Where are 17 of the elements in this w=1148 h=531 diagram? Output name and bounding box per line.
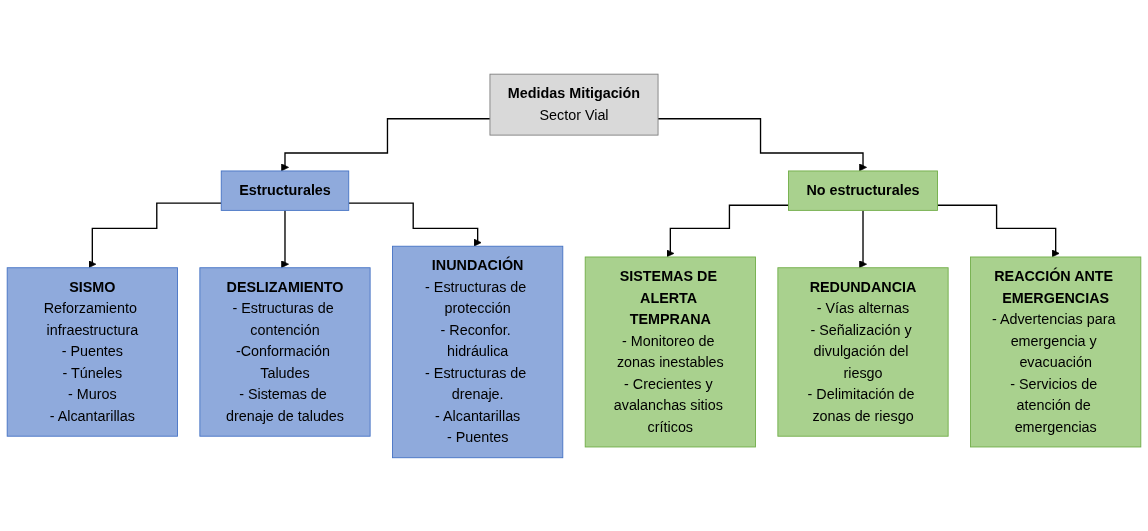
arrow [88, 202, 222, 268]
arrow [859, 209, 867, 268]
node-box: Estructurales [220, 170, 350, 211]
arrow [281, 209, 289, 268]
node-box: REACCIÓN ANTE EMERGENCIAS - Advertencias para emergencia y evacuación - Servicios de atención de emergencias [970, 256, 1142, 447]
node-box: SISMO Reforzamiento infraestructura - Puentes - Túneles - Muros - Alcantarillas [6, 266, 178, 437]
node-box: SISTEMAS DE ALERTA TEMPRANA - Monitoreo de zonas inestables - Crecientes y avalanchas sitios críticos [584, 256, 756, 447]
node-box: REDUNDANCIA - Vías alternas - Señalización y divulgación del riesgo - Delimitación de zonas de riesgo [777, 266, 949, 437]
node-box: INUNDACIÓN - Estructuras de protección - Reconfor. hidráulica - Estructuras de drenaje. - Alcantarillas - Puentes [392, 245, 564, 458]
arrow [657, 117, 867, 171]
node-box: No estructurales [788, 170, 938, 211]
arrow [281, 117, 491, 171]
arrow [666, 204, 790, 257]
arrow [936, 204, 1060, 257]
arrow [348, 202, 482, 247]
node-box: DESLIZAMIENTO - Estructuras de contención -Conformación Taludes - Sistemas de drenaje de taludes [199, 266, 371, 437]
node-box: Medidas Mitigación Sector Vial [489, 73, 659, 136]
